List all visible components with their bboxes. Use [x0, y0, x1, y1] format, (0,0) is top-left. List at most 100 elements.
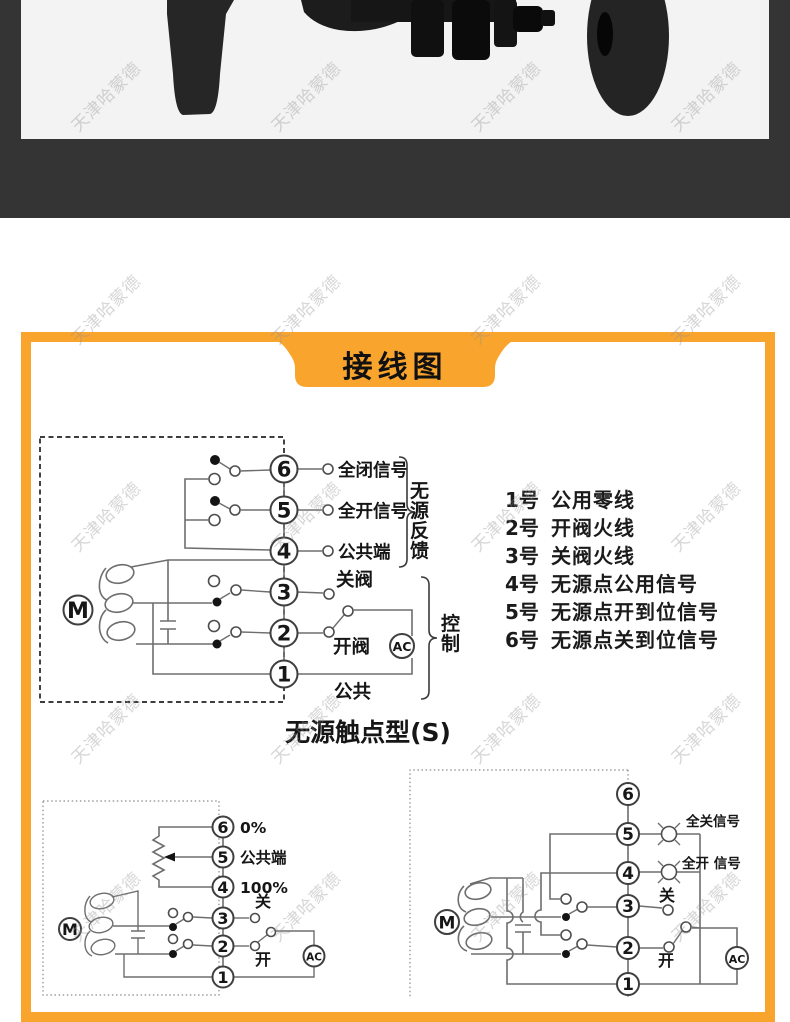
right-feedback-rails — [534, 833, 617, 941]
main-label-t3: 关阀 — [336, 569, 373, 591]
terminal-desc: 关阀火线 — [551, 543, 635, 568]
terminal-list-row: 1号 公用零线 — [505, 484, 719, 512]
main-label-t6: 全闭信号 — [337, 460, 408, 481]
left-motor-circle — [58, 917, 82, 941]
main-terminal-2: 2 — [277, 622, 292, 646]
terminal-list-row: 5号 无源点开到位信号 — [505, 596, 719, 624]
flange-hole — [597, 12, 613, 56]
terminal-num: 5号 — [505, 599, 539, 624]
left-terminal-2: 2 — [217, 937, 228, 956]
main-label-t2: 开阀 — [333, 636, 370, 658]
main-terminal-4: 4 — [277, 540, 292, 564]
banner-title: 接线图 — [342, 350, 448, 385]
left-terminal-4: 4 — [217, 878, 228, 897]
left-label-t5: 公共端 — [240, 848, 287, 867]
main-label-t1: 公共 — [334, 682, 372, 703]
main-dashed-box — [39, 436, 285, 703]
main-motor-label: M — [67, 599, 89, 624]
right-terminal-3: 3 — [622, 897, 634, 917]
feedback-brace — [398, 456, 416, 568]
control-group-label: 控制 — [440, 613, 460, 655]
valve-bolt — [513, 6, 543, 32]
main-right-contacts — [296, 463, 413, 675]
right-wiring-diagram: 6 5 4 3 2 1 M AC 全关信号 全开 信号 关 开 — [409, 769, 749, 999]
right-terminal-5: 5 — [622, 825, 634, 845]
valve-nut-3 — [494, 0, 517, 47]
right-terminal-6: 6 — [622, 785, 634, 805]
feedback-switches — [184, 455, 271, 551]
left-label-t3: 关 — [255, 892, 271, 911]
terminal-desc: 开阀火线 — [551, 515, 635, 540]
terminal-desc: 无源点开到位信号 — [551, 599, 719, 624]
banner-tab-shape — [268, 338, 522, 387]
terminal-desc: 无源点公用信号 — [551, 571, 698, 596]
right-terminal-2: 2 — [622, 939, 634, 959]
right-label-open-lamp: 全开 信号 — [681, 855, 741, 872]
left-label-t6: 0% — [240, 819, 267, 837]
left-switches — [167, 907, 213, 958]
product-photo — [21, 0, 769, 139]
right-motor-circle — [434, 909, 460, 935]
left-terminal-strip: 6 5 4 3 2 1 — [211, 815, 235, 989]
terminal-num: 1号 — [505, 487, 539, 512]
valve-nut-2 — [452, 0, 490, 60]
terminal-num: 6号 — [505, 627, 539, 652]
left-wiring-diagram: 6 5 4 3 2 1 M AC 0% 公共端 100% 关 开 — [42, 800, 326, 996]
left-motor-wiring — [84, 890, 212, 978]
main-motor-wiring — [98, 559, 284, 675]
terminal-desc: 公用零线 — [551, 487, 635, 512]
right-label-t3: 关 — [659, 886, 675, 905]
left-right-contacts — [233, 912, 315, 978]
terminal-list-row: 3号 关阀火线 — [505, 540, 719, 568]
main-terminal-1: 1 — [277, 663, 292, 687]
right-motor-label: M — [439, 914, 456, 934]
main-ac-circle — [389, 633, 415, 659]
terminal-list: 1号 公用零线 2号 开阀火线 3号 关阀火线 4号 无源点公用信号 5号 无源… — [505, 484, 719, 652]
right-lamps-ac — [638, 822, 738, 985]
control-brace — [420, 576, 438, 700]
valve-bolt-tip — [541, 10, 555, 26]
flange-disk — [587, 0, 669, 116]
right-dotted-box-left — [409, 769, 628, 999]
left-motor-label: M — [62, 920, 78, 939]
right-ac-circle — [725, 946, 749, 970]
right-terminal-strip: 6 5 4 3 2 1 — [616, 782, 640, 996]
main-terminal-5: 5 — [277, 499, 292, 523]
terminal-num: 3号 — [505, 543, 539, 568]
right-terminal-4: 4 — [622, 864, 634, 884]
left-label-t4: 100% — [240, 879, 288, 897]
terminal-desc: 无源点关到位信号 — [551, 627, 719, 652]
left-label-t2: 开 — [255, 950, 271, 969]
left-ac-label: AC — [306, 952, 322, 964]
control-switches — [207, 574, 271, 649]
main-wiring-diagram: 6 5 4 3 2 1 M AC 全闭信号 全开信号 公共端 关阀 开阀 公共 — [39, 436, 438, 703]
potentiometer — [151, 826, 213, 888]
main-label-t5: 全开信号 — [337, 501, 408, 522]
right-ac-label: AC — [729, 953, 746, 966]
main-terminal-6: 6 — [277, 458, 292, 482]
valve-handle-silhouette — [167, 0, 234, 115]
right-label-t2: 开 — [658, 951, 674, 970]
right-motor-wiring — [457, 877, 617, 985]
right-switches — [562, 901, 618, 958]
main-label-t4: 公共端 — [338, 542, 391, 563]
diagram-caption: 无源触点型(S) — [285, 718, 451, 747]
terminal-list-row: 2号 开阀火线 — [505, 512, 719, 540]
terminal-list-row: 4号 无源点公用信号 — [505, 568, 719, 596]
left-ac-circle — [302, 944, 326, 968]
right-label-close-lamp: 全关信号 — [685, 813, 740, 830]
terminal-list-row: 6号 无源点关到位信号 — [505, 624, 719, 652]
main-ac-label: AC — [393, 639, 412, 654]
main-motor-circle — [62, 594, 94, 626]
valve-nut-1 — [411, 0, 444, 57]
feedback-group-label: 无源反馈 — [409, 480, 429, 562]
terminal-num: 4号 — [505, 571, 539, 596]
top-photo-band — [0, 0, 790, 218]
main-terminal-3: 3 — [277, 581, 292, 605]
main-terminal-strip: 6 5 4 3 2 1 — [269, 454, 299, 689]
right-terminal-1: 1 — [622, 975, 634, 995]
left-dotted-box — [42, 800, 220, 996]
left-terminal-5: 5 — [217, 848, 228, 867]
left-terminal-3: 3 — [217, 909, 228, 928]
